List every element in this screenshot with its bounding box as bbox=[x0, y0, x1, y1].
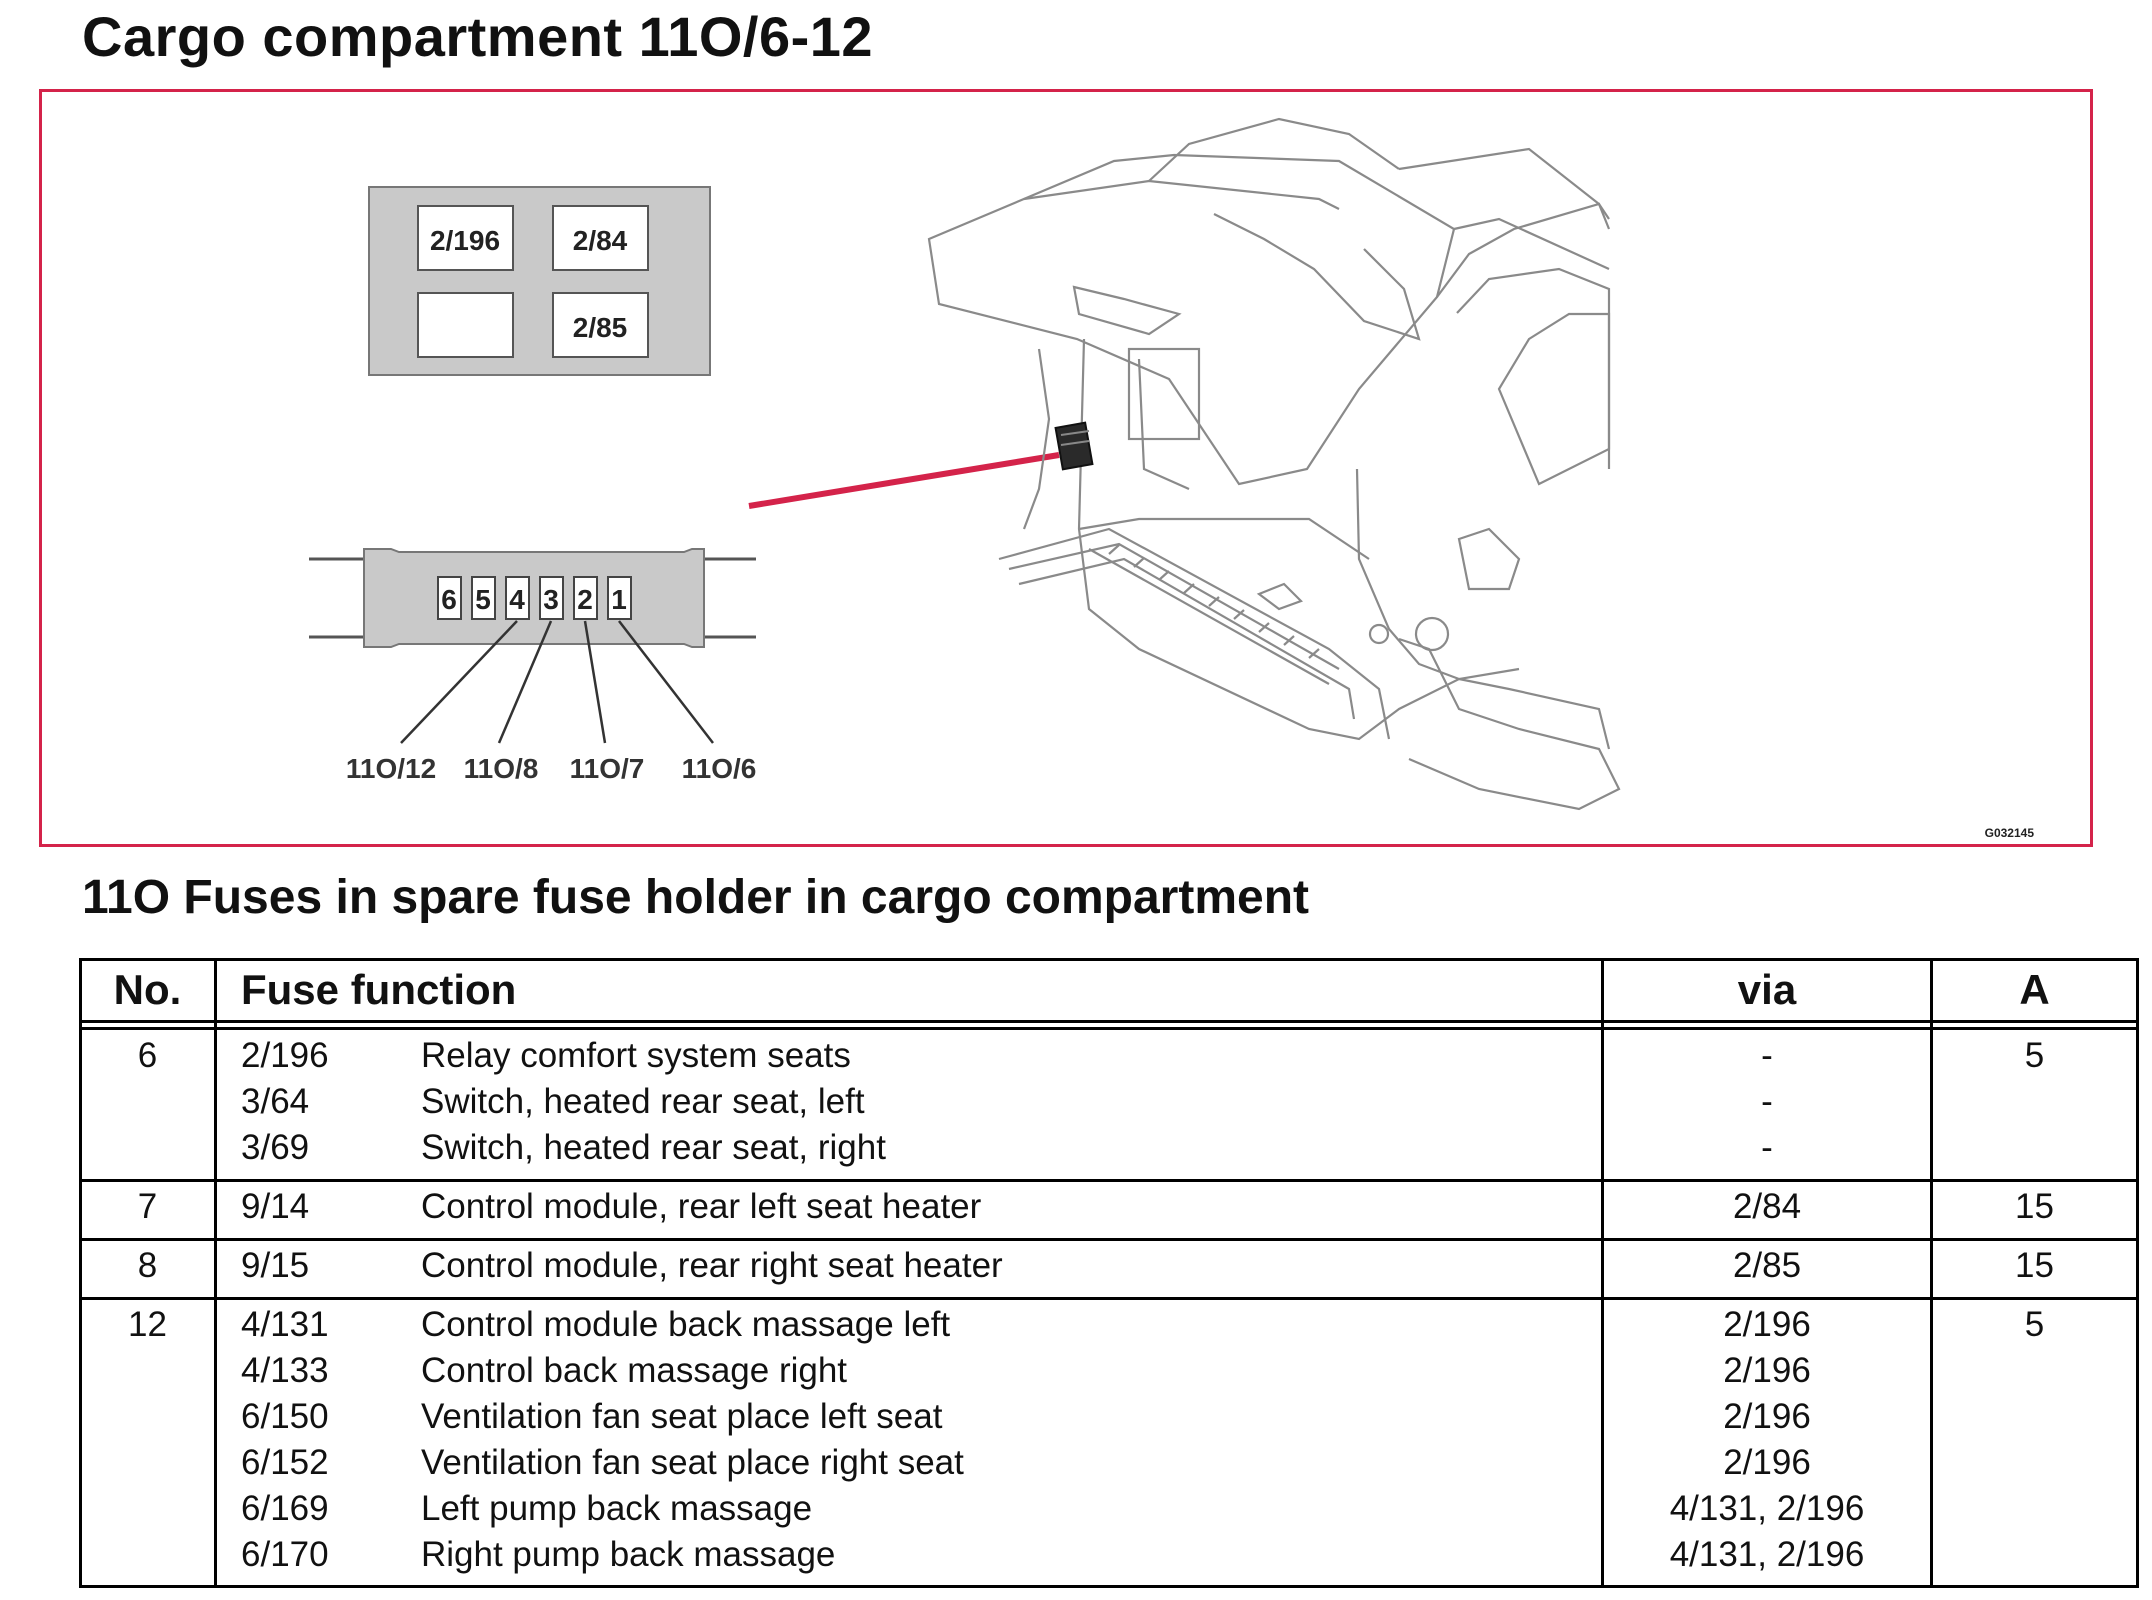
fuse-number: 12 bbox=[128, 1305, 167, 1344]
relay-slot bbox=[552, 205, 649, 271]
fuse-table: No. Fuse function via A 6 5 2/196 Relay … bbox=[79, 958, 2139, 1588]
component-desc: Control back massage right bbox=[421, 1351, 848, 1390]
table-border bbox=[2136, 958, 2139, 1588]
fuse-slot-label: 6 bbox=[441, 584, 457, 615]
fuse-number: 7 bbox=[137, 1187, 158, 1226]
via-value: 2/84 bbox=[1732, 1187, 1802, 1226]
via-value: 4/131, 2/196 bbox=[1669, 1489, 1865, 1528]
component-code: 2/196 bbox=[241, 1036, 329, 1075]
header-amps: A bbox=[2019, 966, 2050, 1013]
component-desc: Control module back massage left bbox=[421, 1305, 951, 1344]
fuse-amps: 5 bbox=[2024, 1305, 2045, 1344]
cargo-fuse-diagram: 2/196 2/84 2/85 6 5 4 3 2 1 11O/12 11O/8… bbox=[309, 117, 2035, 840]
header-rule bbox=[79, 1027, 2139, 1030]
table-border bbox=[79, 958, 82, 1588]
relay-label: 2/196 bbox=[430, 225, 500, 256]
fuse-amps: 15 bbox=[2015, 1187, 2054, 1226]
fuse-number: 6 bbox=[137, 1036, 158, 1075]
via-value: 2/196 bbox=[1723, 1351, 1811, 1390]
component-desc: Ventilation fan seat place right seat bbox=[421, 1443, 964, 1482]
header-function: Fuse function bbox=[241, 966, 517, 1013]
via-value: - bbox=[1761, 1082, 1773, 1121]
via-value: 4/131, 2/196 bbox=[1669, 1535, 1865, 1574]
via-value: 2/85 bbox=[1732, 1246, 1802, 1285]
fuse-slot-label: 3 bbox=[543, 584, 559, 615]
component-desc: Switch, heated rear seat, left bbox=[421, 1082, 865, 1121]
table-border bbox=[79, 958, 2139, 961]
row-divider bbox=[79, 1238, 2139, 1241]
section-title: 11O Fuses in spare fuse holder in cargo … bbox=[82, 871, 1310, 924]
component-desc: Control module, rear right seat heater bbox=[421, 1246, 1003, 1285]
column-divider bbox=[1930, 958, 1933, 1588]
relay-slot bbox=[552, 292, 649, 358]
page-title: Cargo compartment 11O/6-12 bbox=[82, 5, 874, 68]
callout-label: 11O/8 bbox=[464, 753, 539, 784]
figure-frame bbox=[39, 89, 2093, 847]
relay-slot bbox=[417, 292, 514, 358]
column-divider bbox=[1601, 958, 1604, 1588]
component-desc: Control module, rear left seat heater bbox=[421, 1187, 982, 1226]
via-value: 2/196 bbox=[1723, 1443, 1811, 1482]
fuse-slot-label: 4 bbox=[509, 584, 525, 615]
via-value: - bbox=[1761, 1036, 1773, 1075]
component-code: 3/64 bbox=[241, 1082, 310, 1121]
figure-code: G032145 bbox=[1985, 826, 2035, 840]
callout-label: 11O/6 bbox=[682, 753, 757, 784]
fuse-amps: 5 bbox=[2024, 1036, 2045, 1075]
component-code: 4/131 bbox=[241, 1305, 329, 1344]
column-divider bbox=[214, 958, 217, 1588]
component-code: 9/15 bbox=[241, 1246, 310, 1285]
row-divider bbox=[79, 1179, 2139, 1182]
component-code: 6/150 bbox=[241, 1397, 329, 1436]
header-via: via bbox=[1737, 966, 1797, 1013]
component-code: 6/152 bbox=[241, 1443, 329, 1482]
fuse-slot-label: 2 bbox=[577, 584, 593, 615]
relay-label: 2/84 bbox=[573, 225, 628, 256]
callout-label: 11O/7 bbox=[570, 753, 645, 784]
pointer-line bbox=[748, 452, 1060, 509]
component-code: 6/170 bbox=[241, 1535, 329, 1574]
component-desc: Switch, heated rear seat, right bbox=[421, 1128, 886, 1167]
component-desc: Relay comfort system seats bbox=[421, 1036, 851, 1075]
car-illustration bbox=[927, 117, 1621, 811]
component-code: 3/69 bbox=[241, 1128, 310, 1167]
header-no: No. bbox=[113, 966, 182, 1013]
callout-label: 11O/12 bbox=[346, 753, 436, 784]
fuse-holder bbox=[309, 548, 756, 648]
row-divider bbox=[79, 1297, 2139, 1300]
relay-label: 2/85 bbox=[573, 312, 628, 343]
via-value: - bbox=[1761, 1128, 1773, 1167]
fuse-number: 8 bbox=[137, 1246, 158, 1285]
fuse-slot-label: 1 bbox=[611, 584, 627, 615]
component-code: 9/14 bbox=[241, 1187, 310, 1226]
via-value: 2/196 bbox=[1723, 1397, 1811, 1436]
component-code: 4/133 bbox=[241, 1351, 329, 1390]
component-desc: Ventilation fan seat place left seat bbox=[421, 1397, 943, 1436]
header-rule bbox=[79, 1020, 2139, 1023]
via-value: 2/196 bbox=[1723, 1305, 1811, 1344]
component-code: 6/169 bbox=[241, 1489, 329, 1528]
fuse-amps: 15 bbox=[2015, 1246, 2054, 1285]
relay-slot bbox=[417, 205, 514, 271]
component-desc: Left pump back massage bbox=[421, 1489, 813, 1528]
fuse-slot-label: 5 bbox=[475, 584, 491, 615]
component-desc: Right pump back massage bbox=[421, 1535, 836, 1574]
fuse-holder-location bbox=[1054, 421, 1094, 471]
table-border bbox=[79, 1585, 2139, 1588]
callout-lines bbox=[400, 620, 714, 744]
